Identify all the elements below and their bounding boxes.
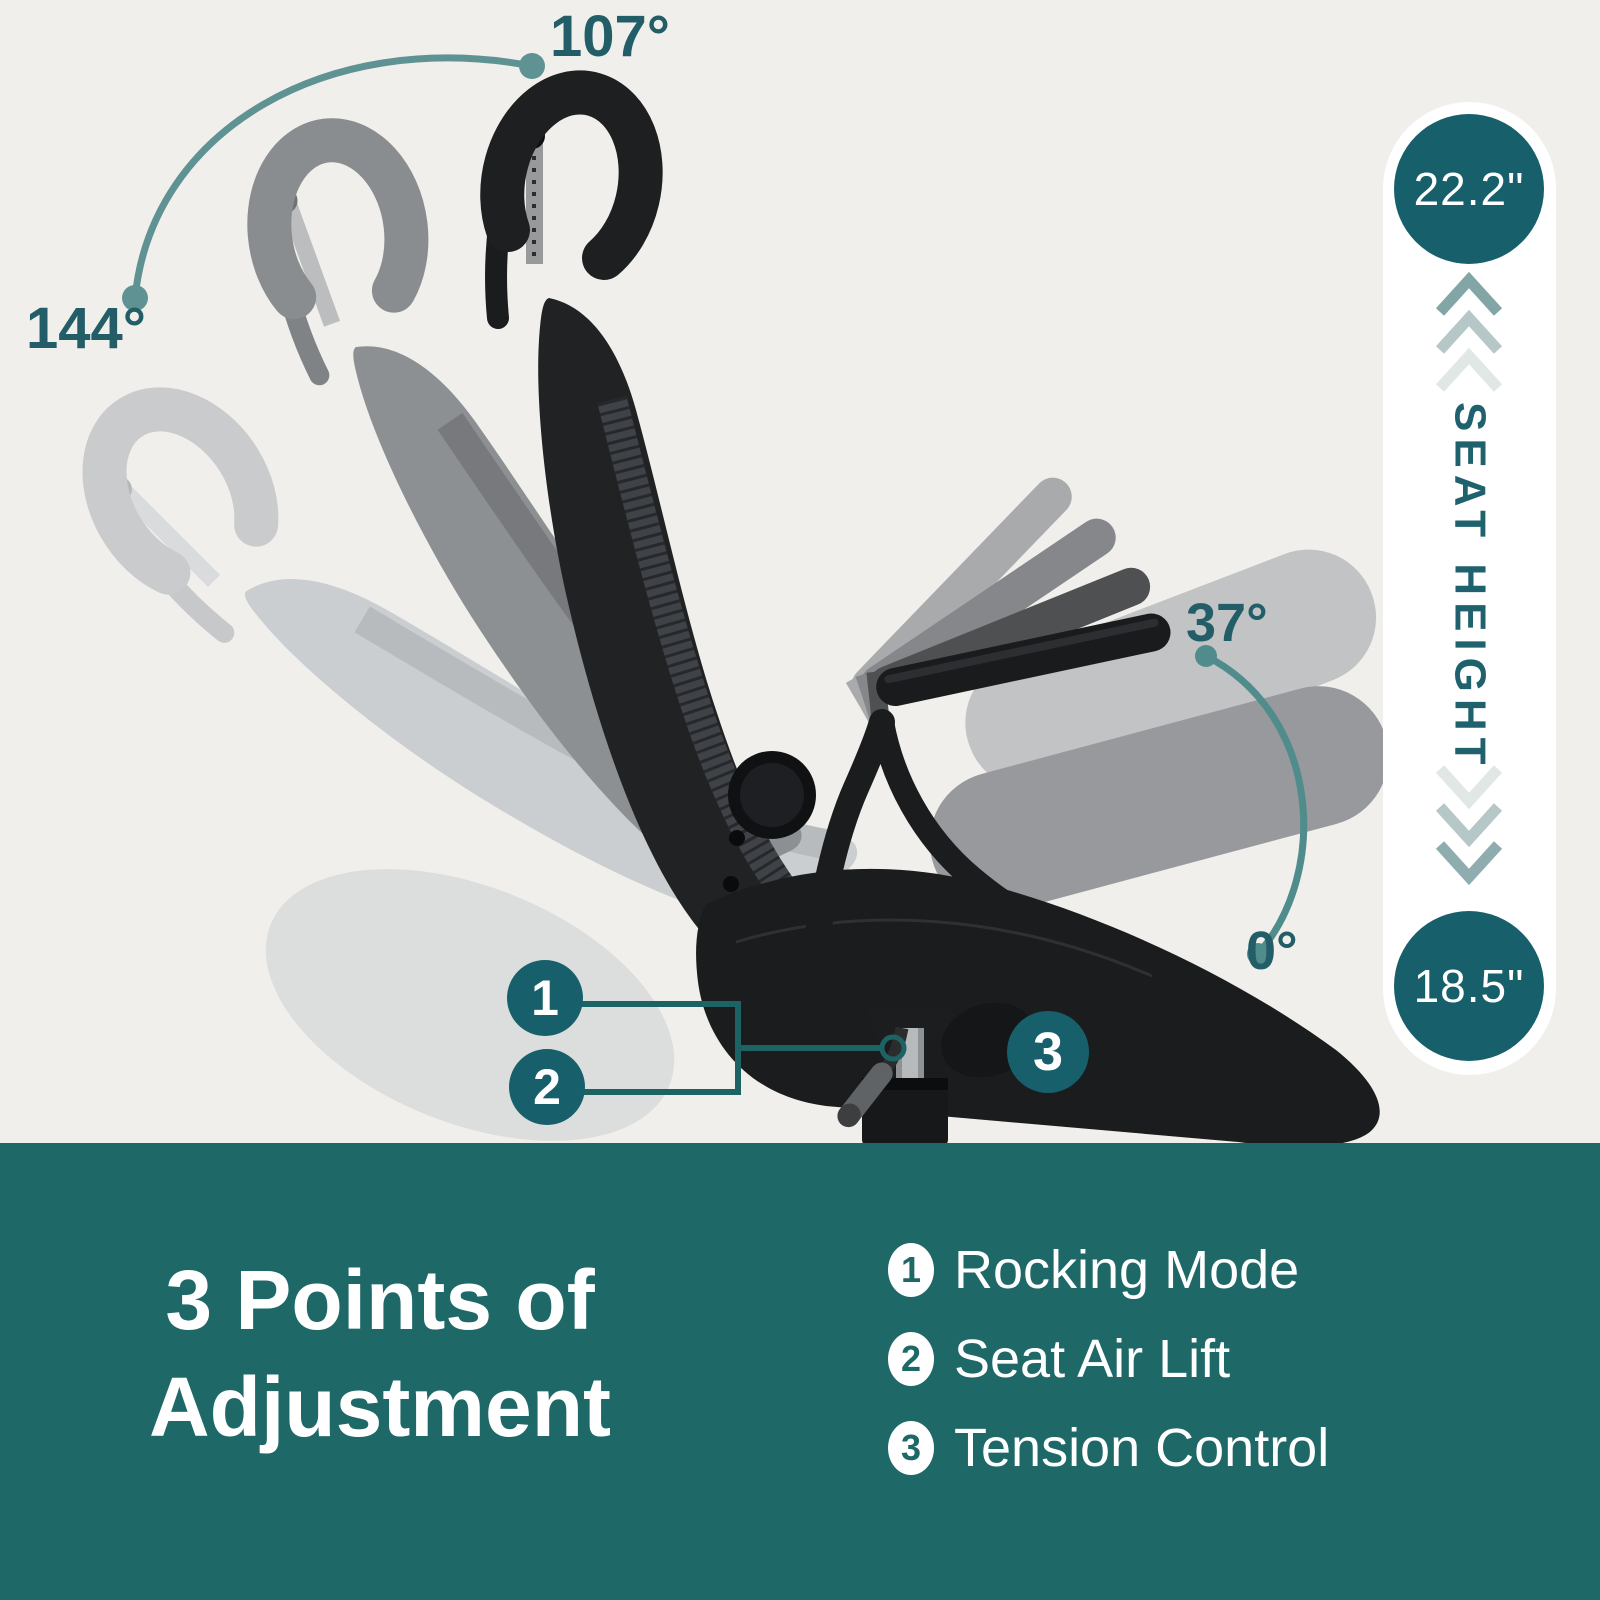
banner-title-line2: Adjustment bbox=[149, 1360, 611, 1454]
armrest-angle-arc bbox=[1195, 645, 1308, 965]
legend-item-seat-air-lift: 2 Seat Air Lift bbox=[888, 1329, 1329, 1389]
callout-2-badge: 2 bbox=[509, 1049, 585, 1125]
bottom-banner: 3 Points of Adjustment 1 Rocking Mode 2 … bbox=[0, 1143, 1600, 1600]
armrest-support-front bbox=[870, 710, 1034, 924]
legend-label-3: Tension Control bbox=[954, 1418, 1330, 1478]
headrest-min-angle-label: 107° bbox=[550, 4, 670, 69]
headrest-max-angle-label: 144° bbox=[26, 296, 146, 361]
backrest-mesh bbox=[597, 396, 799, 903]
callout-3-badge: 3 bbox=[1007, 1011, 1089, 1093]
legend-label-1: Rocking Mode bbox=[954, 1240, 1300, 1300]
adjustment-legend: 1 Rocking Mode 2 Seat Air Lift 3 Tension… bbox=[888, 1240, 1329, 1478]
chevron-down-icon bbox=[1435, 765, 1503, 809]
legend-badge-1: 1 bbox=[888, 1243, 934, 1297]
ghost-seat-upper bbox=[965, 549, 1377, 791]
headrest-pad bbox=[480, 70, 663, 280]
legend-badge-3: 3 bbox=[888, 1421, 934, 1475]
headrest-angle-arc bbox=[122, 53, 545, 311]
armrest-min-angle-label: 0° bbox=[1246, 921, 1298, 981]
legend-item-tension-control: 3 Tension Control bbox=[888, 1418, 1329, 1478]
gas-lift-cover bbox=[862, 1078, 948, 1146]
ghost-seat-lower bbox=[929, 686, 1389, 912]
gas-lift-bell bbox=[866, 1006, 954, 1038]
banner-title-line1: 3 Points of bbox=[165, 1253, 595, 1347]
seat-height-min-badge: 18.5" bbox=[1394, 911, 1544, 1061]
callout-1-badge: 1 bbox=[507, 960, 583, 1036]
chevron-up-icon bbox=[1435, 272, 1503, 316]
legend-item-rocking-mode: 1 Rocking Mode bbox=[888, 1240, 1329, 1300]
chevron-down-icon bbox=[1435, 803, 1503, 847]
callout-bracket bbox=[582, 1001, 907, 1095]
legend-badge-2: 2 bbox=[888, 1332, 934, 1386]
seat-height-panel: 22.2" SEAT HEIGHT 18.5" bbox=[1383, 102, 1556, 1075]
seat-height-max-badge: 22.2" bbox=[1394, 114, 1544, 264]
armrest-max-angle-label: 37° bbox=[1186, 593, 1268, 653]
height-lever-paddle bbox=[837, 1062, 893, 1128]
chevron-down-icon bbox=[1435, 841, 1503, 885]
seat-cushion bbox=[696, 868, 1380, 1147]
armrest-pad bbox=[876, 613, 1171, 706]
legend-label-2: Seat Air Lift bbox=[954, 1329, 1231, 1389]
chevron-up-icon bbox=[1435, 348, 1503, 392]
seat-height-title: SEAT HEIGHT bbox=[1445, 402, 1495, 772]
banner-title: 3 Points of Adjustment bbox=[95, 1247, 665, 1461]
chevron-up-icon bbox=[1435, 310, 1503, 354]
